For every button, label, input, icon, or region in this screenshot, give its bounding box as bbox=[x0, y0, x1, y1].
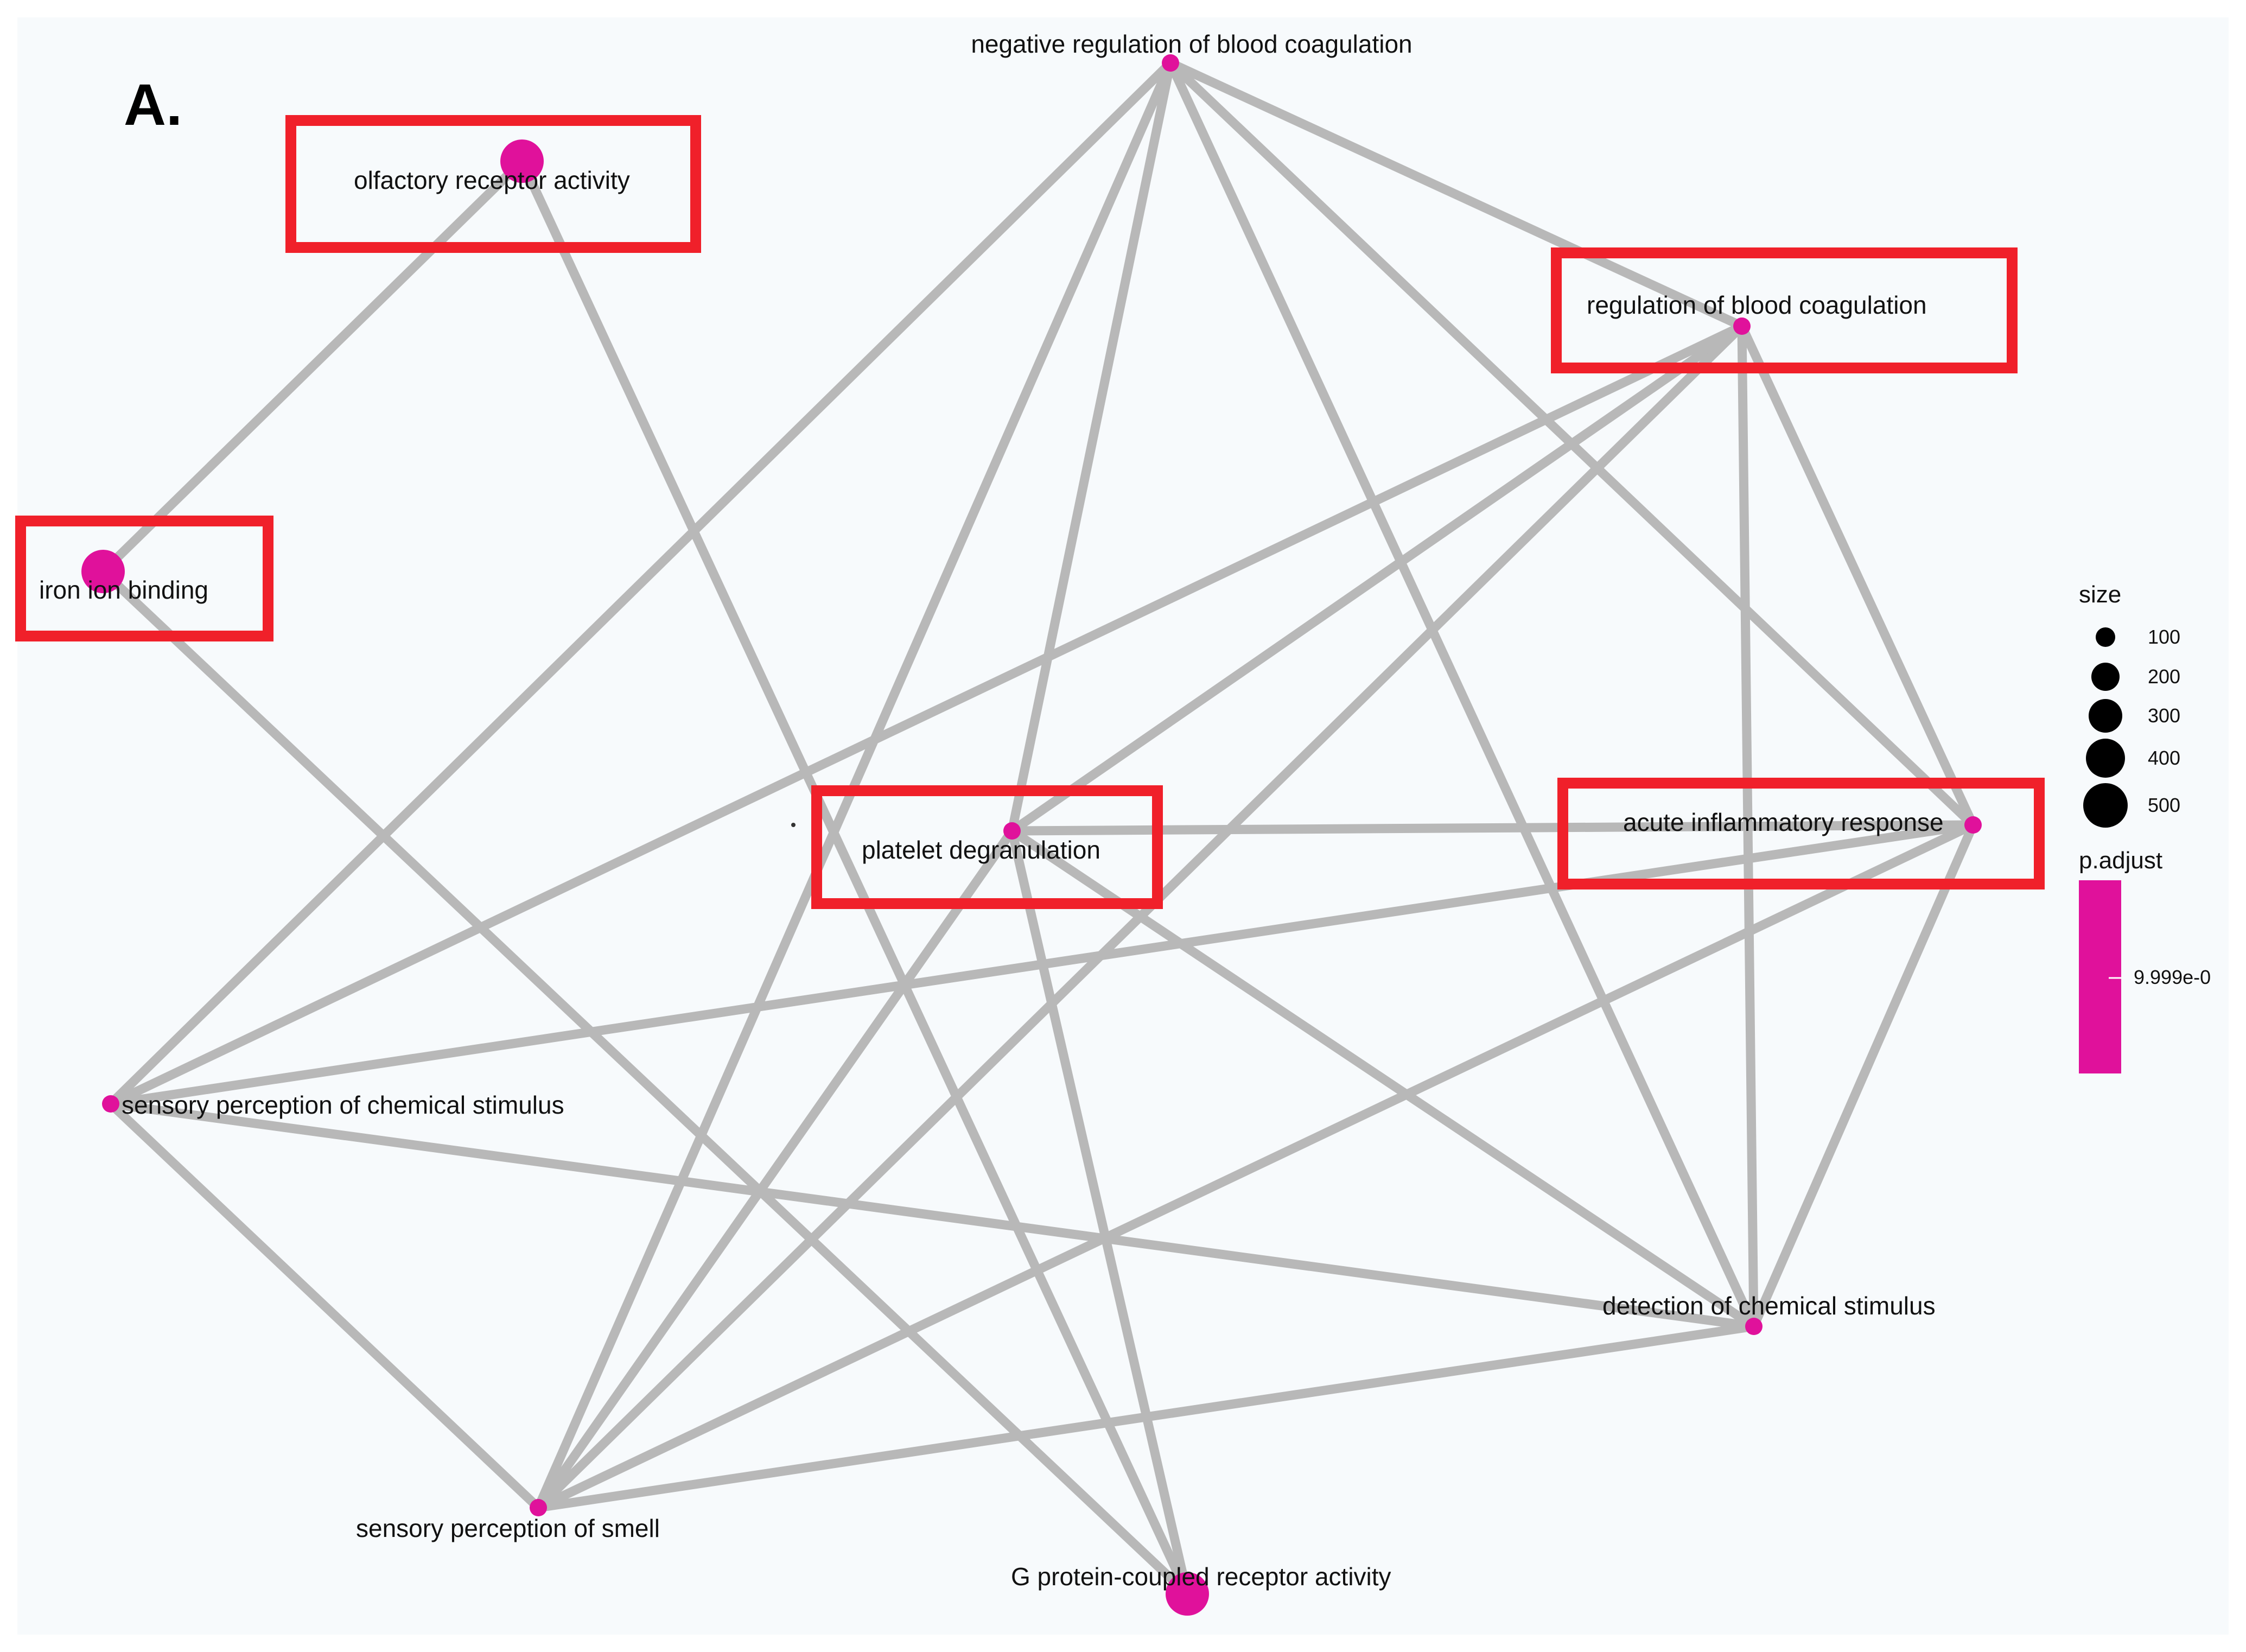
size-legend-circle-300 bbox=[2089, 699, 2122, 733]
node-label-detect_chem: detection of chemical stimulus bbox=[1602, 1292, 1936, 1320]
edge-reg_coag-sens_chem bbox=[106, 321, 1747, 1109]
node-detect_chem bbox=[1745, 1318, 1763, 1335]
edge-olfactory-gpcr bbox=[517, 156, 1192, 1599]
node-label-olfactory: olfactory receptor activity bbox=[354, 166, 630, 194]
size-legend-circle-100 bbox=[2096, 627, 2115, 647]
color-bar bbox=[2079, 880, 2121, 1073]
node-olfactory bbox=[500, 139, 544, 183]
edge-neg_coag-detect_chem bbox=[1166, 58, 1759, 1331]
node-sens_smell bbox=[530, 1499, 547, 1516]
node-label-platelet: platelet degranulation bbox=[862, 836, 1100, 864]
node-sens_chem bbox=[102, 1095, 119, 1113]
edge-platelet-detect_chem bbox=[1007, 826, 1759, 1331]
legend: size 100 200 300 400 500 p.adjust 9.999e-0 bbox=[2079, 581, 2211, 1073]
node-gpcr bbox=[1166, 1572, 1209, 1616]
size-legend-circle-400 bbox=[2086, 739, 2125, 778]
stray-dot bbox=[791, 823, 796, 827]
node-label-reg_coag: regulation of blood coagulation bbox=[1587, 291, 1927, 319]
edge-platelet-acute bbox=[1007, 820, 1978, 836]
node-labels: negative regulation of blood coagulation… bbox=[39, 30, 1944, 1591]
node-label-sens_chem: sensory perception of chemical stimulus bbox=[122, 1091, 564, 1119]
edge-reg_coag-acute bbox=[1737, 321, 1978, 830]
highlight-box-reg_coag bbox=[1551, 247, 2018, 373]
legend-size-title: size bbox=[2079, 581, 2121, 608]
edge-sens_chem-detect_chem bbox=[106, 1099, 1759, 1331]
edge-acute-detect_chem bbox=[1749, 820, 1978, 1331]
node-label-neg_coag: negative regulation of blood coagulation bbox=[971, 30, 1412, 58]
node-label-sens_smell: sensory perception of smell bbox=[356, 1514, 660, 1542]
size-legend-label-200: 200 bbox=[2148, 665, 2180, 688]
size-legend-circle-200 bbox=[2091, 663, 2120, 691]
panel-label: A. bbox=[124, 72, 182, 137]
node-label-iron: iron ion binding bbox=[39, 576, 208, 604]
edge-neg_coag-reg_coag bbox=[1166, 58, 1747, 331]
node-platelet bbox=[1003, 822, 1021, 840]
node-label-acute: acute inflammatory response bbox=[1623, 808, 1944, 836]
highlight-box-iron bbox=[15, 516, 273, 641]
highlight-boxes bbox=[15, 115, 2045, 909]
size-legend-label-100: 100 bbox=[2148, 626, 2180, 648]
node-neg_coag bbox=[1162, 54, 1179, 72]
edge-sens_chem-sens_smell bbox=[106, 1099, 543, 1513]
node-acute bbox=[1964, 816, 1982, 834]
edge-sens_smell-platelet bbox=[533, 826, 1017, 1513]
highlight-box-olfactory bbox=[285, 115, 701, 253]
legend-color-title: p.adjust bbox=[2079, 847, 2162, 874]
size-legend: 100 200 300 400 500 bbox=[2083, 626, 2180, 828]
highlight-box-platelet bbox=[811, 785, 1163, 909]
highlight-box-acute bbox=[1557, 778, 2045, 889]
edge-acute-sens_smell bbox=[533, 820, 1978, 1513]
node-label-gpcr: G protein-coupled receptor activity bbox=[1011, 1562, 1391, 1591]
edge-acute-sens_chem bbox=[106, 820, 1978, 1109]
size-legend-label-400: 400 bbox=[2148, 747, 2180, 769]
size-legend-circle-500 bbox=[2083, 783, 2128, 828]
color-bar-tick-label: 9.999e-0 bbox=[2134, 966, 2211, 988]
edge-platelet-gpcr bbox=[1007, 826, 1192, 1599]
network-edges bbox=[98, 58, 1978, 1599]
node-reg_coag bbox=[1733, 317, 1751, 335]
edge-neg_coag-sens_chem bbox=[106, 58, 1175, 1109]
edge-sens_smell-detect_chem bbox=[533, 1321, 1759, 1513]
edge-neg_coag-platelet bbox=[1007, 58, 1175, 836]
edge-olfactory-iron bbox=[98, 156, 527, 576]
edge-iron-gpcr bbox=[98, 567, 1192, 1599]
size-legend-label-500: 500 bbox=[2148, 794, 2180, 816]
node-iron bbox=[81, 550, 125, 593]
edge-reg_coag-platelet bbox=[1007, 321, 1747, 836]
network-nodes bbox=[81, 54, 1982, 1616]
size-legend-label-300: 300 bbox=[2148, 704, 2180, 727]
